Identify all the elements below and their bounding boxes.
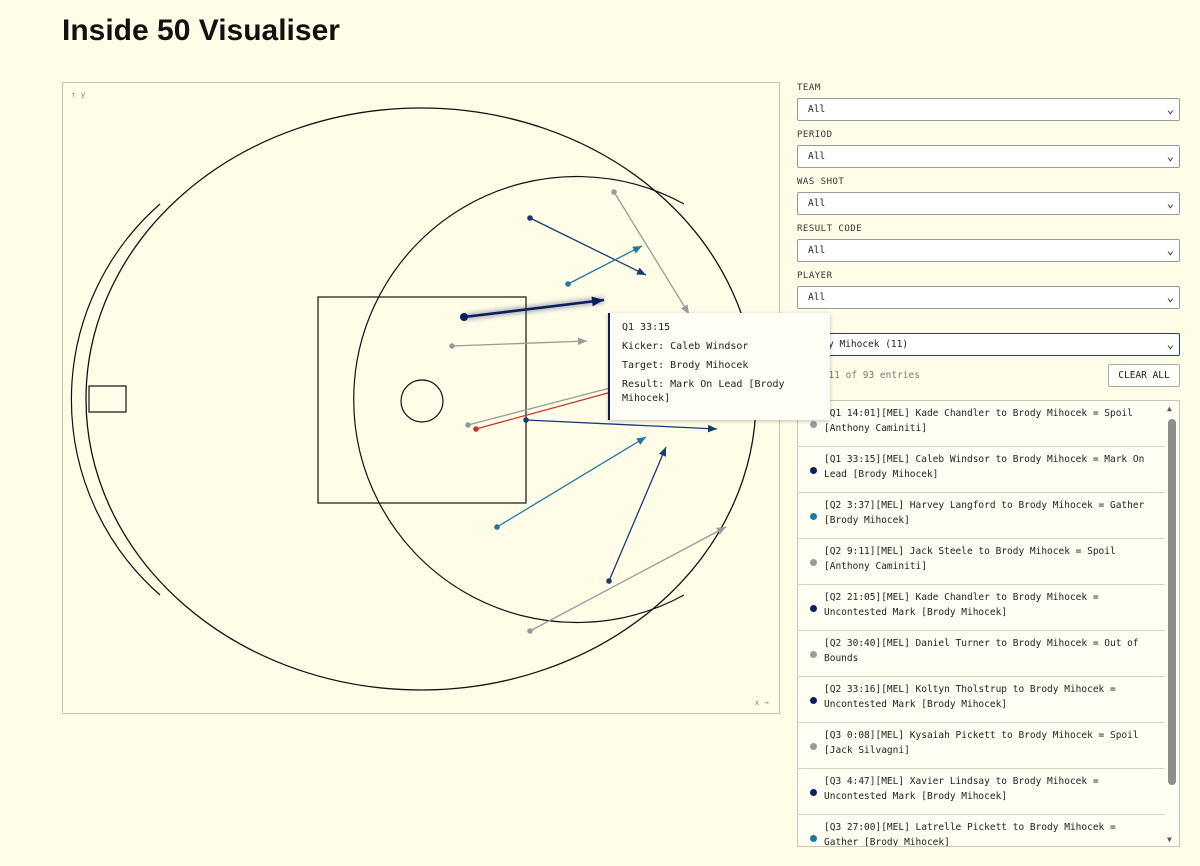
entry-dot-icon <box>810 835 817 842</box>
tooltip-kicker: Kicker: Caleb Windsor <box>622 341 749 352</box>
scroll-down-icon[interactable]: ▼ <box>1167 835 1172 844</box>
was-shot-select-value: All <box>808 198 826 209</box>
entry-text: [Q2 33:16][MEL] Koltyn Tholstrup to Brod… <box>824 684 1116 710</box>
scrollbar[interactable]: ▲ ▼ <box>1165 401 1179 846</box>
centre-square <box>317 296 527 504</box>
kick-arrow[interactable] <box>527 215 647 276</box>
was-shot-select[interactable]: All ⌄ <box>797 192 1180 215</box>
player-select[interactable]: All ⌄ <box>797 286 1180 309</box>
kick-arrow[interactable] <box>527 526 727 634</box>
entry-dot-icon <box>810 513 817 520</box>
entry-dot-icon <box>810 605 817 612</box>
kick-arrow[interactable] <box>565 245 643 287</box>
kick-arrow[interactable] <box>611 189 690 315</box>
kick-arrow[interactable] <box>606 446 667 584</box>
scrollbar-thumb[interactable] <box>1168 419 1176 785</box>
scroll-up-icon[interactable]: ▲ <box>1167 404 1172 413</box>
list-item[interactable]: [Q2 21:05][MEL] Kade Chandler to Brody M… <box>798 585 1166 631</box>
result-code-select-value: All <box>808 245 826 256</box>
kick-arrow[interactable] <box>523 417 718 433</box>
clear-all-button[interactable]: CLEAR ALL <box>1108 364 1180 387</box>
target-select-value: y Mihocek (11) <box>828 339 909 350</box>
list-item[interactable]: [Q1 33:15][MEL] Caleb Windsor to Brody M… <box>798 447 1166 493</box>
list-item[interactable]: [Q2 30:40][MEL] Daniel Turner to Brody M… <box>798 631 1166 677</box>
entry-text: [Q3 0:08][MEL] Kysaiah Pickett to Brody … <box>824 730 1139 756</box>
kick-arrow[interactable] <box>460 296 605 321</box>
team-select-value: All <box>808 104 826 115</box>
player-select-value: All <box>808 292 826 303</box>
kick-arrow[interactable] <box>449 337 588 349</box>
tooltip-result: Result: Mark On Lead [Brody Mihocek] <box>622 379 785 404</box>
list-item[interactable]: [Q2 3:37][MEL] Harvey Langford to Brody … <box>798 493 1166 539</box>
period-select-value: All <box>808 151 826 162</box>
chevron-down-icon: ⌄ <box>1166 290 1174 304</box>
tooltip-target: Target: Brody Mihocek <box>622 360 749 371</box>
entry-dot-icon <box>810 421 817 428</box>
result-code-label: RESULT CODE <box>797 224 863 234</box>
list-item[interactable]: [Q2 9:11][MEL] Jack Steele to Brody Miho… <box>798 539 1166 585</box>
kick-arrow[interactable] <box>494 436 647 530</box>
entry-text: [Q1 33:15][MEL] Caleb Windsor to Brody M… <box>824 454 1145 480</box>
entry-text: [Q3 27:00][MEL] Latrelle Pickett to Brod… <box>824 822 1116 847</box>
fifty-arc-right <box>353 175 685 624</box>
x-axis-indicator: x → <box>754 698 769 707</box>
player-label: PLAYER <box>797 271 833 281</box>
chevron-down-icon: ⌄ <box>1166 243 1174 257</box>
period-select[interactable]: All ⌄ <box>797 145 1180 168</box>
list-item[interactable]: [Q3 4:47][MEL] Xavier Lindsay to Brody M… <box>798 769 1166 815</box>
list-item[interactable]: [Q3 27:00][MEL] Latrelle Pickett to Brod… <box>798 815 1166 847</box>
filter-controls: TEAM All ⌄ PERIOD All ⌄ WAS SHOT All ⌄ R… <box>797 80 1180 364</box>
page-title: Inside 50 Visualiser <box>62 14 340 47</box>
chevron-down-icon: ⌄ <box>1166 102 1174 116</box>
entry-dot-icon <box>810 559 817 566</box>
entry-dot-icon <box>810 467 817 474</box>
centre-circle <box>400 379 444 423</box>
chevron-down-icon: ⌄ <box>1166 337 1174 351</box>
team-label: TEAM <box>797 83 821 93</box>
period-label: PERIOD <box>797 130 833 140</box>
was-shot-label: WAS SHOT <box>797 177 845 187</box>
entry-dot-icon <box>810 651 817 658</box>
entry-dot-icon <box>810 697 817 704</box>
chevron-down-icon: ⌄ <box>1166 196 1174 210</box>
fifty-arc-left <box>70 203 161 596</box>
entry-text: [Q3 4:47][MEL] Xavier Lindsay to Brody M… <box>824 776 1099 802</box>
list-item[interactable]: [Q3 0:08][MEL] Kysaiah Pickett to Brody … <box>798 723 1166 769</box>
entry-dot-icon <box>810 743 817 750</box>
list-item[interactable]: [Q2 33:16][MEL] Koltyn Tholstrup to Brod… <box>798 677 1166 723</box>
result-code-select[interactable]: All ⌄ <box>797 239 1180 262</box>
chevron-down-icon: ⌄ <box>1166 149 1174 163</box>
entry-text: [Q2 21:05][MEL] Kade Chandler to Brody M… <box>824 592 1099 618</box>
y-axis-indicator: ↑ y <box>71 90 86 99</box>
team-select[interactable]: All ⌄ <box>797 98 1180 121</box>
target-select[interactable]: y Mihocek (11) ⌄ <box>797 333 1180 356</box>
entry-text: [Q2 9:11][MEL] Jack Steele to Brody Miho… <box>824 546 1116 572</box>
showing-count: g 11 of 93 entries <box>817 370 920 381</box>
list-item[interactable]: [Q1 14:01][MEL] Kade Chandler to Brody M… <box>798 401 1166 447</box>
entry-dot-icon <box>810 789 817 796</box>
tooltip-time: Q1 33:15 <box>622 322 671 333</box>
results-toolbar: g 11 of 93 entries CLEAR ALL <box>797 364 1180 388</box>
kick-tooltip: Q1 33:15 Kicker: Caleb Windsor Target: B… <box>608 313 830 420</box>
entry-text: [Q1 14:01][MEL] Kade Chandler to Brody M… <box>824 408 1133 434</box>
entry-text: [Q2 3:37][MEL] Harvey Langford to Brody … <box>824 500 1145 526</box>
goal-square-left <box>88 385 127 413</box>
entries-container: [Q1 14:01][MEL] Kade Chandler to Brody M… <box>798 401 1179 847</box>
entry-text: [Q2 30:40][MEL] Daniel Turner to Brody M… <box>824 638 1139 664</box>
entry-list[interactable]: [Q1 14:01][MEL] Kade Chandler to Brody M… <box>797 400 1180 847</box>
